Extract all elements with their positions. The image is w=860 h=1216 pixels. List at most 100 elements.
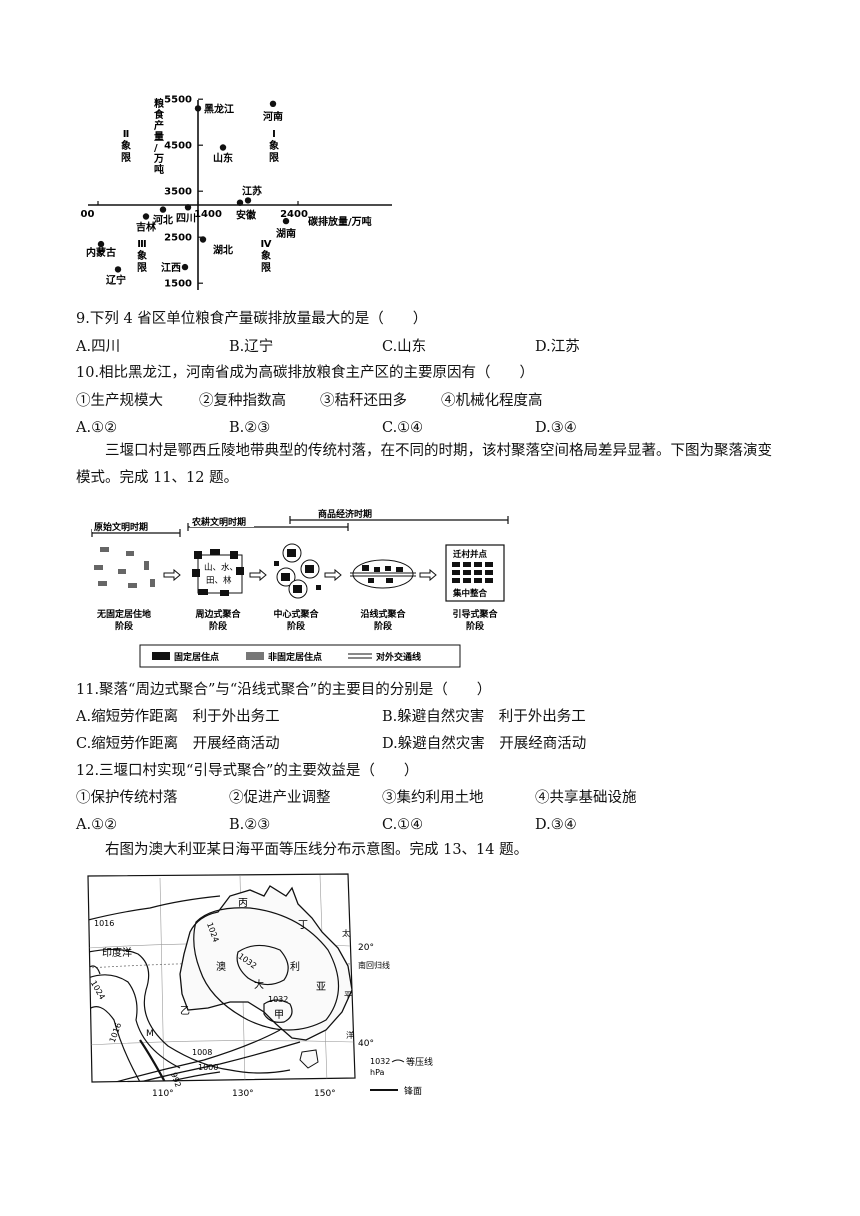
period-primitive: 原始文明时期	[94, 521, 148, 533]
q11-stem: 11.聚落“周边式聚合”与“沿线式聚合”的主要目的分别是（ ）	[76, 682, 492, 698]
point-label: 江苏	[242, 184, 262, 197]
q11-option-c[interactable]: C.缩短劳作距离 开展经商活动	[76, 736, 280, 752]
isobar-label-1008: 1008	[192, 1048, 212, 1057]
q12-option-c[interactable]: C.①④	[382, 817, 424, 833]
q12-stem: 12.三堰口村实现“引导式聚合”的主要效益是（ ）	[76, 763, 419, 779]
region-ya: 亚	[316, 982, 326, 993]
quadrant-label: 象	[137, 249, 147, 262]
y-tick-label: 1500	[164, 279, 192, 290]
point-河北	[159, 206, 167, 213]
quadrant-label: 限	[121, 152, 132, 164]
point-label: 河南	[263, 110, 283, 123]
y-tick-label: 3500	[164, 187, 192, 198]
stage-1-label: 无固定居住地	[96, 608, 151, 620]
stage-2-label-2: 阶段	[209, 620, 228, 632]
q12-item-2: ②促进产业调整	[229, 790, 331, 806]
stage-5-bottom-text: 集中整合	[452, 588, 488, 599]
point-黑龙江	[194, 105, 202, 112]
stage-1-graphic	[94, 547, 155, 588]
q10-item-3: ③秸秆还田多	[320, 393, 407, 409]
q10-option-b[interactable]: B.②③	[229, 420, 271, 436]
q11-option-d[interactable]: D.躲避自然灾害 开展经商活动	[382, 736, 587, 752]
q9-stem: 9.下列 4 省区单位粮食产量碳排放量最大的是（ ）	[76, 311, 428, 327]
quadrant-label: 限	[261, 262, 272, 274]
place-m: M	[146, 1029, 154, 1039]
q10-option-a[interactable]: A.①②	[76, 420, 118, 436]
stage-3-label: 中心式聚合	[273, 608, 319, 620]
legend-road: 对外交通线	[376, 651, 421, 663]
australia-isobar-map: 1016 1024 1032 1032 1024 1016 1008 1000 …	[87, 873, 433, 1099]
quadrant-label: 象	[269, 139, 279, 152]
point-label: 黑龙江	[204, 102, 234, 115]
front-line	[139, 1039, 167, 1082]
tasmania	[299, 1049, 319, 1069]
q9-option-c[interactable]: C.山东	[382, 339, 427, 355]
point-吉林	[142, 213, 150, 220]
q10-option-c[interactable]: C.①④	[382, 420, 424, 436]
point-label: 四川	[176, 212, 196, 224]
x-tick-label: 2400	[280, 209, 308, 220]
australia-coast	[179, 885, 353, 1041]
map-legend: 1032 等压线 hPa 锋面	[370, 1056, 433, 1097]
settlement-evolution-diagram: 原始文明时期 农耕文明时期 商品经济时期 山、水、 田、林	[91, 507, 509, 668]
q9-option-a[interactable]: A.四川	[76, 339, 121, 355]
stage-labels: 无固定居住地 阶段 周边式聚合 阶段 中心式聚合 阶段 沿线式聚合 阶段 引导式…	[96, 608, 499, 632]
lon-110: 110°	[152, 1089, 174, 1099]
quadrant-label: Ⅳ	[261, 239, 272, 250]
q11-option-a[interactable]: A.缩短劳作距离 利于外出务工	[76, 709, 280, 725]
x-axis-label: 碳排放量/万吨	[308, 215, 372, 228]
q12-option-a[interactable]: A.①②	[76, 817, 118, 833]
stage-4-graphic	[350, 559, 416, 589]
y-axis-label-char: 食	[153, 108, 165, 121]
place-bing: 丙	[238, 898, 248, 909]
q12-option-d[interactable]: D.③④	[535, 817, 577, 833]
q11-option-b[interactable]: B.躲避自然灾害 利于外出务工	[382, 709, 586, 725]
q9-option-b[interactable]: B.辽宁	[229, 339, 274, 355]
stage-2-text-2: 田、林	[206, 575, 232, 586]
stage-3-label-2: 阶段	[287, 620, 306, 632]
y-tick-label: 4500	[164, 141, 192, 152]
settlement-legend: 固定居住点 非固定居住点 对外交通线	[139, 644, 461, 668]
q10-item-2: ②复种指数高	[199, 393, 286, 409]
pacific-yang: 洋	[346, 1030, 354, 1040]
q12-option-b[interactable]: B.②③	[229, 817, 271, 833]
stage-5-label-2: 阶段	[466, 620, 485, 632]
point-label: 江西	[161, 261, 181, 274]
y-axis-label-group: 粮食产量/万吨	[153, 97, 165, 176]
point-label: 河北	[153, 214, 173, 227]
stage-1-label-2: 阶段	[115, 620, 134, 632]
quadrant-label: Ⅱ	[123, 129, 130, 140]
stage-5-top-text: 迁村并点	[453, 549, 488, 560]
region-li: 利	[290, 961, 300, 973]
stage-4-label: 沿线式聚合	[360, 608, 406, 620]
lat-40: 40°	[358, 1039, 374, 1049]
pacific-ping: 平	[344, 991, 352, 1000]
y-axis-label-char: 万	[153, 153, 164, 165]
point-安徽	[236, 199, 244, 206]
place-ding: 丁	[298, 920, 308, 931]
stage-arrows	[163, 568, 437, 582]
legend-isobar-value: 1032	[370, 1057, 390, 1066]
q12-item-1: ①保护传统村落	[76, 790, 178, 806]
point-河南	[269, 100, 277, 107]
y-tick-label: 2500	[164, 233, 192, 244]
point-label: 辽宁	[106, 273, 126, 286]
q12-item-4: ④共享基础设施	[535, 790, 637, 806]
point-label: 山东	[213, 152, 233, 165]
intro-11-12: 三堰口村是鄂西丘陵地带典型的传统村落，在不同的时期，该村聚落空间格局差异显著。下…	[76, 443, 772, 486]
q10-stem: 10.相比黑龙江，河南省成为高碳排放粮食主产区的主要原因有（ ）	[76, 365, 535, 381]
point-label: 吉林	[136, 221, 157, 234]
pacific-tai: 太	[342, 928, 350, 938]
stage-4-label-2: 阶段	[374, 620, 393, 632]
point-湖南	[282, 217, 290, 225]
q9-option-d[interactable]: D.江苏	[535, 339, 580, 355]
period-commodity: 商品经济时期	[318, 508, 372, 520]
y-axis-label-char: 产	[154, 119, 164, 132]
isobar-label-1016-a: 1016	[94, 919, 114, 928]
stage-2-label: 周边式聚合	[195, 608, 241, 620]
q10-option-d[interactable]: D.③④	[535, 420, 577, 436]
x-tick-label: 1400	[194, 209, 222, 220]
lon-150: 150°	[314, 1089, 336, 1099]
quadrant-label: 限	[269, 152, 280, 164]
